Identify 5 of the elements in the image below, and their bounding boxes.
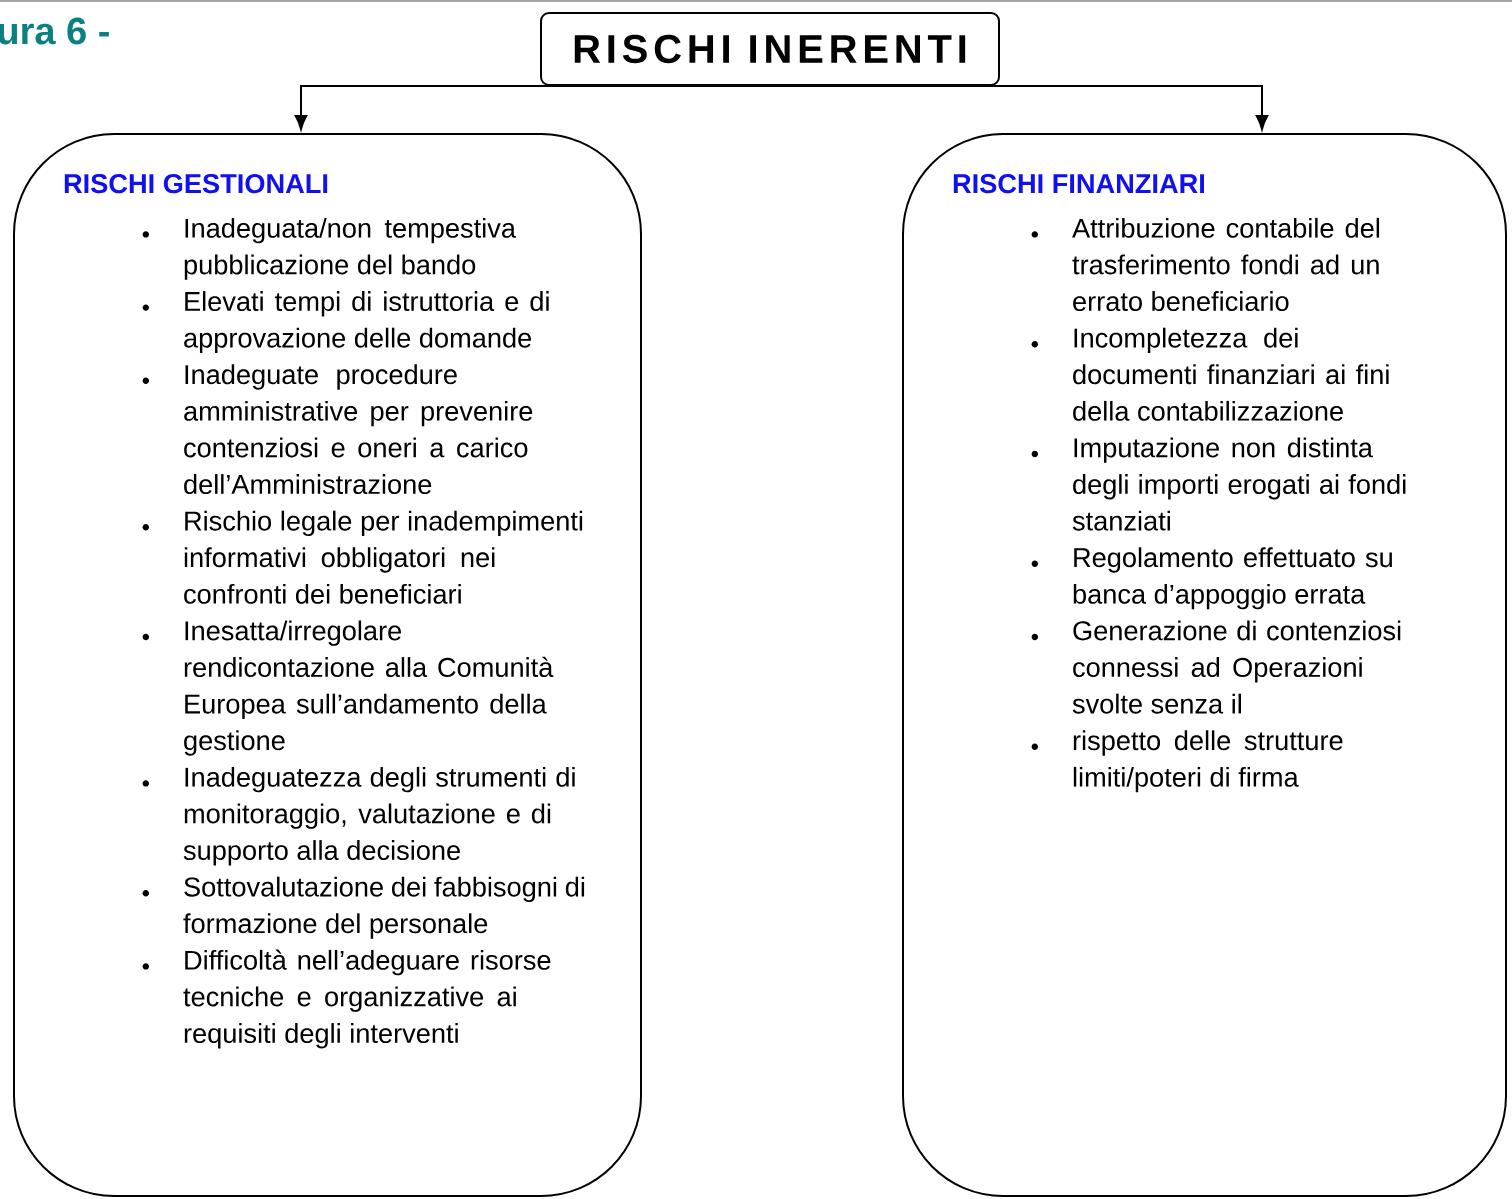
rounded-box: RISCHI FINANZIARI Attribuzione contabile del trasferimento fondi ad un errato beneficiario Incompletezza dei documenti finanziari ai fini della contabilizzazione Imputazione non distinta degli importi erogati ai fondi stanziati Regolamento effettuato su banca d’appoggio errata Generazione di contenziosi connessi ad Operazioni svolte senza il rispetto delle strutture limiti/poteri di firma — [902, 133, 1507, 1197]
arrow — [769, 85, 1269, 130]
title-box: RISCHI INERENTI — [540, 12, 1000, 86]
arrow — [294, 85, 771, 130]
rounded-box: RISCHI GESTIONALI Inadeguata/non tempestiva pubblicazione del bando Elevati tempi di istruttoria e di approvazione delle domande Inadeguate procedure amministrative per prevenire contenziosi e oneri a carico dell’Amministrazione Rischio legale per inadempimenti informativi obbligatori nei confronti dei beneficiari Inesatta/irregolare rendicontazione alla Comunità Europea sull’andamento della gestione Inadeguatezza degli strumenti di monitoraggio, valutazione e di supporto alla decisione Sottovalutazione dei fabbisogni di formazione del personale Difficoltà nell’adeguare risorse tecniche e organizzative ai requisiti degli interventi — [13, 133, 642, 1197]
